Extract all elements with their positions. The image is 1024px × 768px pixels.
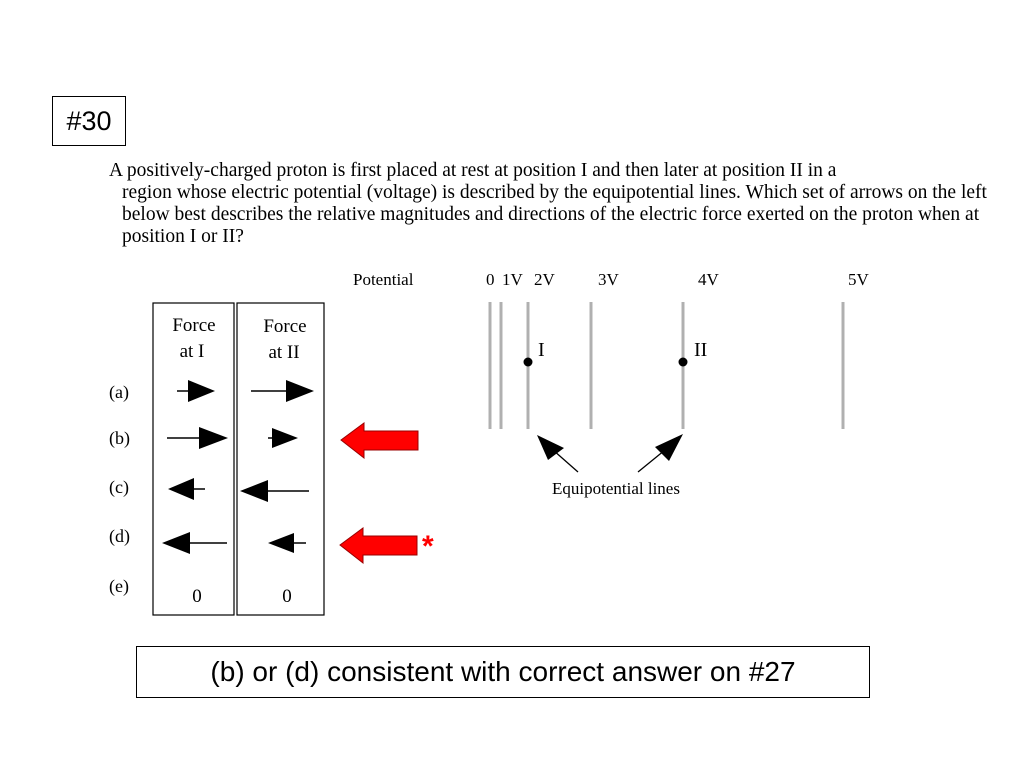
red-pointer-arrow-d — [339, 527, 418, 565]
slide-number: #30 — [52, 96, 126, 146]
column-force-at-II — [236, 302, 325, 616]
answer-box: (b) or (d) consistent with correct answe… — [136, 646, 870, 698]
row-c-force-I-left-short-arrow — [168, 478, 205, 500]
level-1V: 1V — [502, 270, 524, 289]
question-text: A positively-charged proton is first pla… — [109, 160, 1009, 248]
position-II-dot — [678, 357, 688, 367]
row-e-force-I-zero: 0 — [192, 586, 202, 607]
header-at-II: at II — [268, 342, 299, 363]
potential-label: Potential — [353, 270, 414, 289]
row-label-c: (c) — [109, 477, 129, 498]
question-line-1: A positively-charged proton is first pla… — [109, 160, 837, 181]
level-2V: 2V — [534, 270, 556, 289]
header-force-II: Force — [263, 316, 306, 337]
position-II-label: II — [694, 339, 707, 361]
row-label-e: (e) — [109, 576, 129, 597]
question-rest: region whose electric potential (voltage… — [122, 182, 987, 247]
level-3V: 3V — [598, 270, 620, 289]
row-d-force-I-left-long-arrow — [162, 532, 227, 554]
row-a-force-I-right-short-arrow — [177, 380, 215, 402]
header-force-I: Force — [172, 315, 215, 336]
level-4V: 4V — [698, 270, 720, 289]
level-5V: 5V — [848, 270, 870, 289]
position-I-dot — [523, 357, 533, 367]
row-b-force-I-right-long-arrow — [167, 427, 228, 449]
row-label-d: (d) — [109, 526, 130, 547]
column-force-at-I — [152, 302, 235, 616]
row-e-force-II-zero: 0 — [282, 586, 292, 607]
row-c-force-II-left-long-arrow — [240, 480, 309, 502]
pointer-arrow-right — [637, 434, 683, 473]
position-I-label: I — [538, 339, 545, 361]
row-label-b: (b) — [109, 428, 130, 449]
row-d-force-II-left-short-arrow — [268, 533, 306, 553]
equipotential-lines-caption: Equipotential lines — [552, 479, 680, 498]
header-at-I: at I — [180, 341, 205, 362]
level-0V: 0 — [486, 270, 495, 289]
star-marker: * — [422, 530, 434, 563]
row-a-force-II-right-long-arrow — [251, 380, 314, 402]
pointer-arrow-left — [537, 435, 579, 473]
row-label-a: (a) — [109, 382, 129, 403]
red-pointer-arrow-b — [340, 422, 419, 460]
row-b-force-II-right-short-arrow — [268, 428, 298, 448]
